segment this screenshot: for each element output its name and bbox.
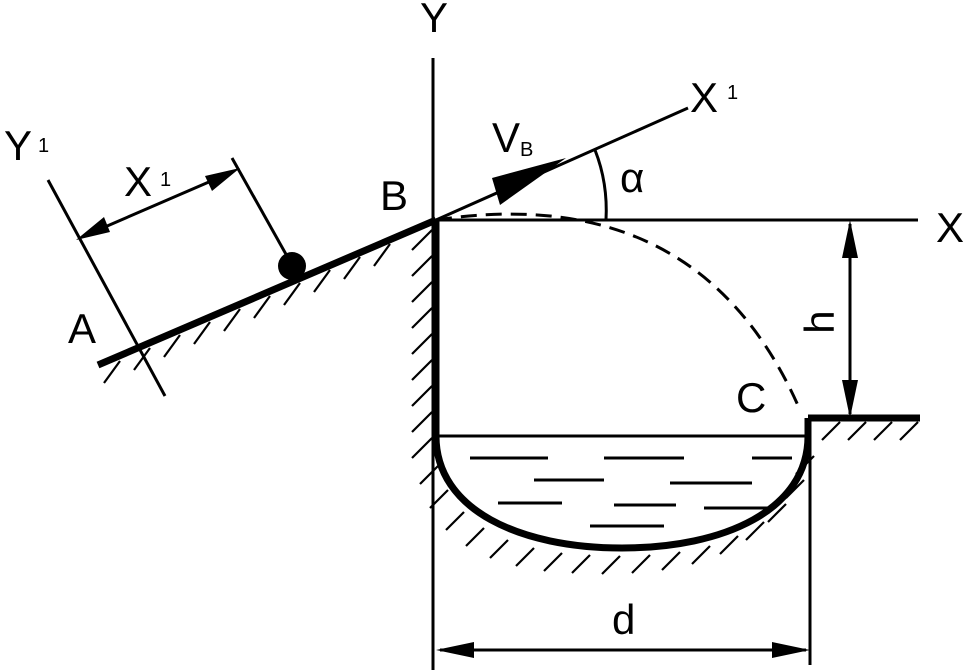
y1-axis-line bbox=[46, 179, 167, 397]
y-axis-label: Y bbox=[420, 0, 448, 41]
alpha-label: α bbox=[620, 154, 644, 201]
x-axis-label: X bbox=[936, 204, 964, 251]
height-label: h bbox=[796, 310, 843, 333]
point-a-label: A bbox=[68, 305, 96, 352]
water-ripples bbox=[470, 456, 792, 528]
ball bbox=[278, 252, 306, 280]
point-b-label: B bbox=[380, 172, 408, 219]
x1-dimension-arrowhead-right bbox=[205, 168, 240, 191]
bowl-hatching bbox=[419, 455, 815, 575]
h-dimension-arrowhead-top bbox=[842, 220, 858, 258]
velocity-subscript: B bbox=[520, 139, 533, 161]
wall-hatching bbox=[411, 229, 433, 459]
incline-hatching bbox=[103, 243, 391, 384]
pool-bowl bbox=[432, 435, 812, 552]
alpha-angle-arc bbox=[593, 149, 608, 221]
ledge-hatching bbox=[821, 421, 919, 441]
x1-axis-line bbox=[435, 106, 689, 222]
x1-dimension-label: X bbox=[124, 158, 152, 205]
x1-dimension-subscript: 1 bbox=[160, 169, 171, 191]
d-dimension-arrowhead-left bbox=[436, 642, 474, 658]
d-dimension-arrowhead-right bbox=[772, 642, 810, 658]
ball-leader-line bbox=[230, 157, 294, 266]
velocity-label: V bbox=[492, 114, 520, 161]
h-dimension-arrowhead-bottom bbox=[842, 380, 858, 418]
x1-dimension-arrowhead-left bbox=[76, 217, 110, 240]
velocity-arrowhead bbox=[492, 158, 566, 205]
point-c-label: C bbox=[736, 374, 766, 421]
y1-axis-subscript: 1 bbox=[38, 135, 49, 157]
y1-axis-label: Y bbox=[4, 122, 32, 169]
x1-axis-label: X bbox=[690, 74, 718, 121]
trajectory-curve bbox=[435, 212, 802, 411]
x1-dimension-line bbox=[83, 170, 233, 238]
distance-label: d bbox=[612, 596, 635, 643]
incline-surface bbox=[96, 216, 438, 369]
x1-axis-subscript: 1 bbox=[727, 82, 738, 104]
